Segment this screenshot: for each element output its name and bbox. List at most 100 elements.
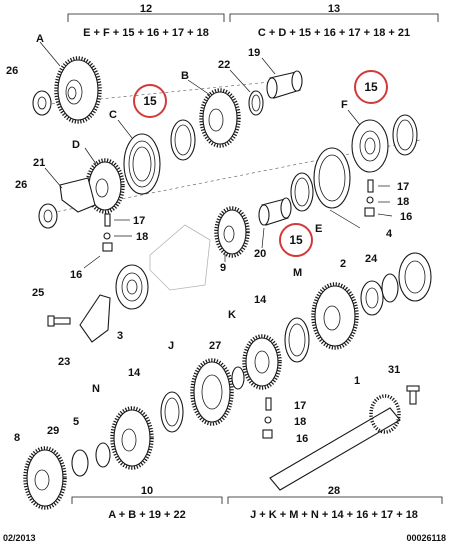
highlight-label: 15 [364, 80, 378, 94]
highlight-15-top-left: 15 [133, 84, 167, 118]
gear-8 [23, 446, 67, 510]
label-K: K [228, 309, 236, 321]
highlight-15-middle: 15 [279, 223, 313, 257]
gear-n [110, 406, 154, 470]
gear-b [199, 88, 241, 148]
label-17-lower: 17 [294, 400, 306, 412]
group-bracket-12: 12 E + F + 15 + 16 + 17 + 18 [67, 3, 225, 39]
group-number-12: 12 [140, 3, 152, 15]
bearing-2 [360, 280, 384, 316]
label-1: 1 [354, 375, 360, 387]
label-24: 24 [365, 253, 378, 265]
label-2: 2 [340, 258, 346, 270]
group-bracket-10: 10 A + B + 19 + 22 [71, 485, 223, 521]
label-29: 29 [47, 425, 59, 437]
label-26-top: 26 [6, 65, 18, 77]
detent-set-right [364, 179, 375, 217]
label-5: 5 [73, 416, 79, 428]
label-3: 3 [117, 330, 123, 342]
detent-set-left [102, 213, 113, 252]
label-23: 23 [58, 356, 70, 368]
group-number-10: 10 [141, 485, 153, 497]
label-22: 22 [218, 59, 230, 71]
synchro-ring-15-middle [290, 172, 314, 212]
label-16-left: 16 [70, 269, 82, 281]
label-C: C [109, 109, 117, 121]
group-bracket-28: 28 J + K + M + N + 14 + 16 + 17 + 18 [227, 485, 443, 521]
label-27: 27 [209, 340, 221, 352]
bearing-4 [398, 252, 432, 302]
label-N: N [92, 383, 100, 395]
bearing-3 [115, 264, 149, 310]
gear-a [54, 56, 102, 124]
highlight-label: 15 [143, 94, 157, 108]
label-4: 4 [386, 228, 393, 240]
group-bracket-13: 13 C + D + 15 + 16 + 17 + 18 + 21 [229, 3, 439, 39]
label-17-left: 17 [133, 215, 145, 227]
sleeve-e [313, 147, 351, 209]
label-16-lower: 16 [296, 433, 308, 445]
label-B: B [181, 70, 189, 82]
label-25: 25 [32, 287, 44, 299]
group-formula-13: C + D + 15 + 16 + 17 + 18 + 21 [258, 27, 410, 39]
footer-reference: 00026118 [406, 533, 446, 543]
plate-21 [59, 177, 96, 213]
label-A: A [36, 33, 44, 45]
label-20: 20 [254, 248, 266, 260]
label-16-right: 16 [400, 211, 412, 223]
label-M: M [293, 267, 302, 279]
housing-outline [149, 224, 211, 291]
bracket-23 [79, 294, 111, 343]
label-14-left: 14 [128, 367, 141, 379]
ring-5 [95, 442, 111, 468]
label-31: 31 [388, 364, 400, 376]
lower-assembly [23, 385, 420, 510]
group-formula-10: A + B + 19 + 22 [108, 509, 186, 521]
label-21: 21 [33, 157, 45, 169]
gear-9 [214, 206, 250, 258]
upper-assembly [32, 56, 421, 291]
label-D: D [72, 139, 80, 151]
synchro-ring-15-right [392, 114, 418, 156]
synchro-c [123, 133, 161, 195]
label-26-mid: 26 [15, 179, 27, 191]
label-17-right: 17 [397, 181, 409, 193]
synchro-ring-15-left [170, 119, 196, 161]
bush-19 [266, 70, 303, 99]
footer-date: 02/2013 [3, 533, 36, 543]
group-formula-28: J + K + M + N + 14 + 16 + 17 + 18 [250, 509, 418, 521]
hub-k [242, 334, 282, 390]
label-J: J [168, 340, 174, 352]
label-18-right: 18 [397, 196, 409, 208]
leader-lines [39, 41, 393, 269]
gear-j [190, 358, 234, 426]
highlight-label: 15 [289, 233, 303, 247]
detent-set-lower [262, 397, 273, 439]
hub-f [351, 119, 389, 173]
synchro-ring-14-right [284, 317, 310, 363]
label-F: F [341, 99, 348, 111]
part-labels: A B C D E F J K M N 1 2 3 4 5 8 9 14 14 … [6, 33, 412, 445]
label-E: E [315, 223, 322, 235]
bolt-31 [406, 385, 420, 405]
group-number-28: 28 [328, 485, 340, 497]
bearing-26-mid [38, 203, 58, 229]
bearing-26-top [32, 90, 52, 116]
label-18-left: 18 [136, 231, 148, 243]
group-formula-12: E + F + 15 + 16 + 17 + 18 [83, 27, 209, 39]
group-number-13: 13 [328, 3, 340, 15]
label-8: 8 [14, 432, 20, 444]
middle-assembly [47, 252, 432, 433]
shaft-1 [269, 394, 401, 491]
screw-25 [47, 315, 71, 327]
washer-29 [71, 449, 89, 477]
label-18-lower: 18 [294, 416, 306, 428]
label-19: 19 [248, 47, 260, 59]
synchro-ring-14-left [160, 391, 184, 433]
gear-m [311, 282, 359, 350]
label-14-right: 14 [254, 294, 267, 306]
label-9: 9 [220, 262, 226, 274]
ring-24 [381, 273, 399, 303]
circlip-27 [231, 366, 245, 390]
